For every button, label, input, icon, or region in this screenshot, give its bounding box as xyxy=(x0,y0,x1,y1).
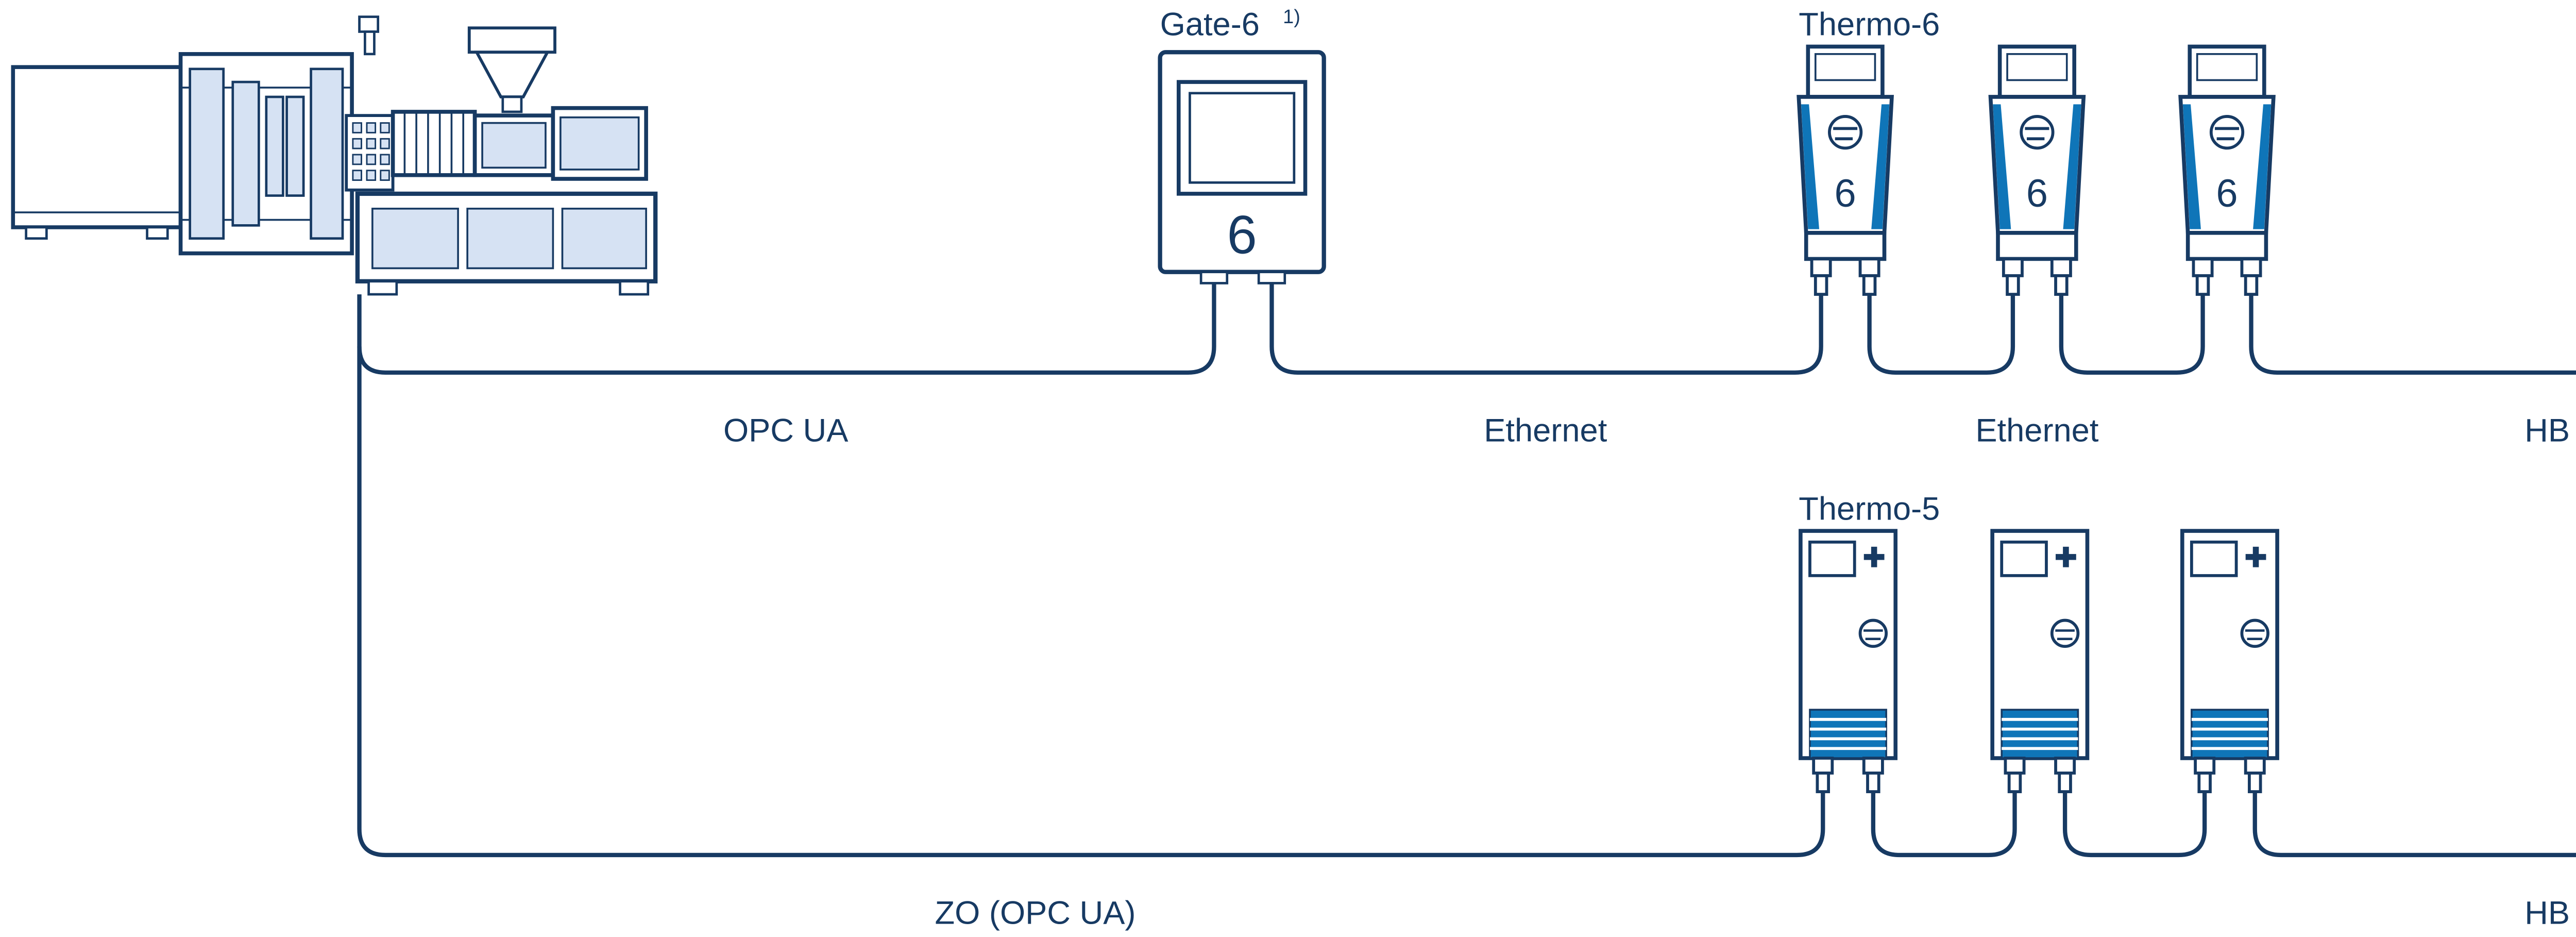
thermo6-unit-1 xyxy=(1799,46,1892,294)
connection-label-hb-bottom: HB xyxy=(2524,895,2570,931)
thermo5-unit-2 xyxy=(1992,531,2087,792)
machine-base xyxy=(355,191,658,296)
cable-zo-opc-ua xyxy=(357,294,1825,858)
thermo5-unit-1 xyxy=(1801,531,1895,792)
thermo5-unit-3 xyxy=(2182,531,2277,792)
injection-molding-machine xyxy=(11,15,658,296)
connection-label-hb-top: HB xyxy=(2524,413,2570,449)
gate6-digit: 6 xyxy=(1227,205,1257,265)
connection-label-ethernet-2: Ethernet xyxy=(1975,413,2098,449)
gate6-screen xyxy=(1176,80,1308,196)
thermo5-label: Thermo-5 xyxy=(1799,491,1940,527)
thermo6-label: Thermo-6 xyxy=(1799,7,1940,43)
connection-label-opc-ua: OPC UA xyxy=(723,413,849,449)
thermo6-digit-1: 6 xyxy=(1835,172,1856,215)
thermo6-digit-2: 6 xyxy=(2026,172,2048,215)
cable-hb-bottom xyxy=(2252,792,2576,858)
gate6-footnote: 1) xyxy=(1283,6,1300,28)
cable-ethernet-1 xyxy=(1269,283,1823,375)
gate6-feet xyxy=(1199,271,1286,285)
cable-ethernet-3 xyxy=(2059,294,2205,375)
machine-control-panel xyxy=(345,114,395,192)
machine-injection-barrel xyxy=(391,110,477,177)
cables xyxy=(357,283,2576,858)
thermo6-unit-3 xyxy=(2180,46,2274,294)
cable-opc-ua xyxy=(357,283,1216,375)
labels: Gate-6 1) Thermo-6 Flow-5 2) OPC UA Ethe… xyxy=(723,6,2570,931)
cable-hb-top xyxy=(2249,294,2576,375)
cable-thermo5-link-2 xyxy=(2062,792,2207,858)
thermo6-digit-3: 6 xyxy=(2216,172,2238,215)
cable-thermo5-link-1 xyxy=(1871,792,2017,858)
machine-signal-beacon xyxy=(358,15,380,56)
machine-hopper xyxy=(467,26,556,113)
gate6-device: 6 xyxy=(1158,50,1326,285)
connection-label-zo-opc-ua: ZO (OPC UA) xyxy=(935,895,1136,931)
machine-injection-carriage xyxy=(472,106,648,181)
gate6-label: Gate-6 xyxy=(1160,7,1260,43)
cable-ethernet-2 xyxy=(1867,294,2015,375)
machine-rear-cabinet xyxy=(11,65,183,240)
thermo6-unit-2 xyxy=(1991,46,2084,294)
machine-clamping-unit xyxy=(178,52,354,256)
connection-label-ethernet-1: Ethernet xyxy=(1484,413,1607,449)
